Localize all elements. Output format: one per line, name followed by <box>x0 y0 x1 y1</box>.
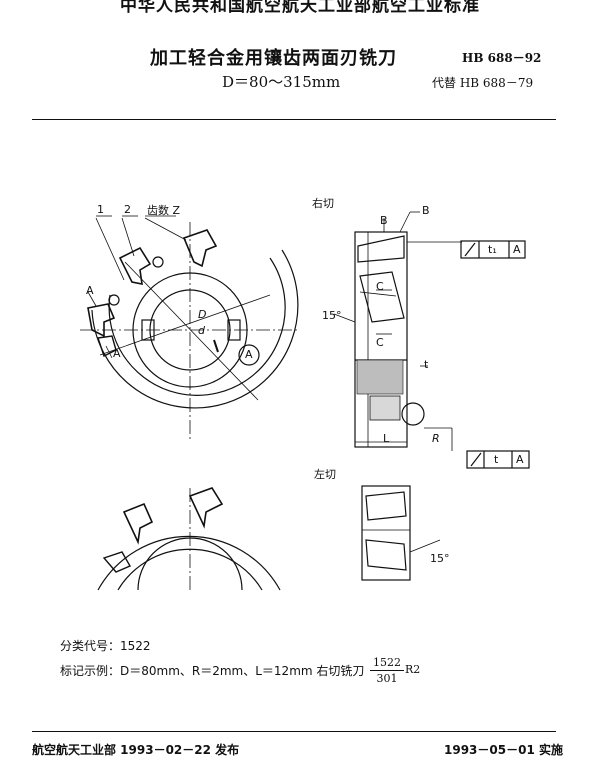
left-cut-front-view <box>97 487 281 591</box>
header-rule <box>32 119 556 120</box>
dimension-R: R <box>432 432 440 445</box>
standard-number: HB 688－92 <box>462 51 542 65</box>
section-a-circle-label: A <box>245 348 253 361</box>
right-cut-section-view <box>333 211 530 469</box>
issued-date: 航空航天工业部 1993－02－22 发布 <box>32 743 240 757</box>
dimension-B: B <box>380 214 388 227</box>
tolerance-frame-1 <box>460 240 526 259</box>
fraction-suffix: R2 <box>405 663 421 676</box>
section-a-marker <box>238 344 260 366</box>
marking-fraction: 1522 301 <box>370 656 404 685</box>
teeth-count-label: 齿数 Z <box>147 204 181 217</box>
dimension-C: C <box>376 280 384 293</box>
footer-rule <box>32 731 556 732</box>
tolerance-value-2: t <box>494 453 499 466</box>
left-cut-section-view <box>361 485 441 581</box>
document-subtitle: D＝80～315mm <box>222 73 341 91</box>
organization-header: 中华人民共和国航空航天工业部航空工业标准 <box>120 0 480 16</box>
dimension-L: L <box>383 432 390 445</box>
section-a-label-top: A <box>86 284 94 297</box>
section-a-label-bottom: A <box>113 347 121 360</box>
angle-15-right: 15° <box>322 309 342 322</box>
fraction-numerator: 1522 <box>370 656 404 671</box>
label-2: 2 <box>124 203 131 216</box>
outer-edge <box>91 249 299 409</box>
document-title: 加工轻合金用镶齿两面刃铣刀 <box>150 48 397 69</box>
marking-example: 标记示例：D＝80mm、R＝2mm、L＝12mm 右切铣刀 <box>60 664 365 678</box>
tolerance-value-1: t₁ <box>488 243 497 256</box>
datum-a-1: A <box>513 243 521 256</box>
datum-a-2: A <box>516 453 524 466</box>
dimension-C2: C <box>376 336 384 349</box>
classification-code: 分类代号：1522 <box>60 639 151 653</box>
tolerance-frame-2 <box>466 450 530 469</box>
front-view <box>80 215 300 440</box>
dimension-B2: B <box>422 204 430 217</box>
replaces-standard: 代替 HB 688－79 <box>432 76 534 90</box>
right-cut-label: 右切 <box>312 197 334 210</box>
fraction-denominator: 301 <box>376 672 398 685</box>
dimension-D: D <box>198 308 207 321</box>
left-cut-label: 左切 <box>314 468 336 481</box>
angle-15-left: 15° <box>430 552 450 565</box>
dimension-t-small: t <box>424 358 429 371</box>
effective-date: 1993－05－01 实施 <box>444 743 563 757</box>
dimension-d: d <box>198 324 205 337</box>
label-1: 1 <box>97 203 104 216</box>
